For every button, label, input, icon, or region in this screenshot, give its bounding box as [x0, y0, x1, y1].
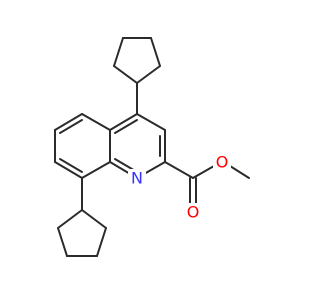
bond — [81, 209, 107, 229]
bond — [96, 227, 107, 257]
bond — [136, 65, 161, 84]
bond — [59, 158, 83, 173]
bond — [54, 161, 83, 179]
quinoline-benzene-ring — [54, 113, 111, 179]
nitrogen-symbol: N — [131, 169, 143, 188]
atom-label-nitrogen: N — [128, 169, 146, 188]
molecule-structure-diagram: N O O — [54, 37, 250, 257]
bond — [54, 113, 83, 131]
bond — [164, 161, 194, 179]
bond — [81, 113, 111, 131]
atom-label-carbonyl-oxygen: O — [184, 203, 202, 222]
bond — [59, 119, 83, 134]
cyclopentyl-ring-bottom — [57, 209, 107, 257]
bond — [114, 119, 138, 134]
bond — [57, 227, 68, 257]
bond — [113, 65, 138, 84]
bond — [113, 37, 124, 67]
bond — [109, 113, 138, 131]
cyclopentyl-ring-top — [113, 37, 161, 84]
methyl-ester-group — [164, 161, 250, 205]
bond — [57, 209, 83, 229]
bond — [136, 113, 166, 131]
bond — [81, 161, 111, 179]
bond — [229, 165, 250, 179]
ester-oxygen-symbol: O — [216, 153, 229, 172]
carbonyl-oxygen-symbol: O — [187, 203, 200, 222]
bond — [192, 165, 215, 179]
bond — [150, 37, 161, 67]
atom-label-ester-oxygen: O — [213, 153, 231, 172]
